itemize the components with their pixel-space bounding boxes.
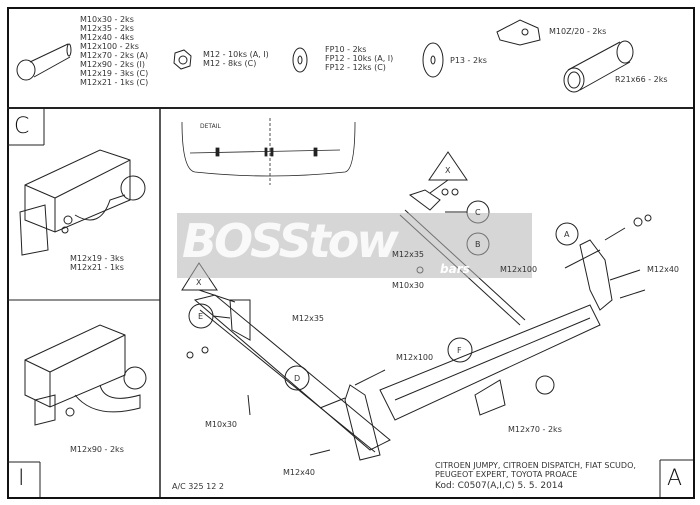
detail-title: DETAIL bbox=[200, 123, 221, 130]
nut-item: M12 - 10ks (A, I) bbox=[203, 50, 269, 59]
callout-a: A bbox=[564, 230, 570, 239]
washer-list: FP10 - 2ks FP12 - 10ks (A, I) FP12 - 12k… bbox=[325, 45, 393, 72]
nut-item: M12 - 8ks (C) bbox=[203, 59, 257, 68]
large-washer-icon bbox=[422, 42, 444, 78]
variant-c-drawing bbox=[19, 149, 146, 256]
bolt-item: M12x40 - 4ks bbox=[80, 33, 134, 42]
variant-c-labels: M12x19 - 3ks M12x21 - 1ks bbox=[70, 254, 124, 272]
callout-b: B bbox=[475, 240, 481, 249]
label-m12x40-right: M12x40 bbox=[647, 265, 679, 274]
callout-x-left: X bbox=[196, 278, 202, 287]
label-m10x30-top: M10x30 bbox=[392, 281, 424, 290]
label-m12x70: M12x70 - 2ks bbox=[508, 425, 562, 434]
tube-icon bbox=[563, 40, 634, 93]
callout-x-top: X bbox=[445, 166, 451, 175]
variant-a-letter: A bbox=[667, 466, 683, 491]
bolt-item: M12x19 - 3ks (C) bbox=[80, 69, 149, 78]
product-code: Kod: C0507(A,I,C) 5. 5. 2014 bbox=[435, 481, 564, 491]
watermark-sub: bars bbox=[440, 262, 470, 276]
callout-d: D bbox=[294, 374, 301, 383]
clip-label: M10Z/20 - 2ks bbox=[549, 27, 607, 36]
drawing-number: A/C 325 12 2 bbox=[172, 482, 224, 491]
label-m12x100-mid: M12x100 bbox=[396, 353, 434, 362]
bolt-item: M12x35 - 2ks bbox=[80, 24, 134, 33]
variant-i-letter: I bbox=[18, 466, 25, 491]
clip-icon bbox=[496, 19, 541, 46]
label-m12x35-left: M12x35 bbox=[292, 314, 324, 323]
bolt-item: M10x30 - 2ks bbox=[80, 15, 134, 24]
callout-e: E bbox=[198, 312, 204, 321]
label-m12x40-bottom: M12x40 bbox=[283, 468, 315, 477]
variant-c-letter: C bbox=[14, 114, 30, 139]
bolt-item: M12x100 - 2ks bbox=[80, 42, 139, 51]
watermark-band bbox=[177, 213, 532, 278]
bolt-item: M12x90 - 2ks (I) bbox=[80, 60, 146, 69]
variant-c-label: M12x21 - 1ks bbox=[70, 263, 124, 272]
nut-icon bbox=[173, 49, 192, 70]
watermark-logo: BOSStow bbox=[182, 214, 399, 268]
vehicles-line-2: PEUGEOT EXPERT, TOYOTA PROACE bbox=[435, 470, 578, 479]
variant-i-drawing bbox=[24, 324, 147, 426]
bolt-item: M12x70 - 2ks (A) bbox=[80, 51, 149, 60]
washer-item: FP12 - 10ks (A, I) bbox=[325, 54, 394, 63]
detail-view bbox=[181, 118, 356, 185]
washer-item: FP10 - 2ks bbox=[325, 45, 367, 54]
callout-c: C bbox=[475, 208, 481, 217]
variant-c-label: M12x19 - 3ks bbox=[70, 254, 124, 263]
callout-f: F bbox=[457, 346, 462, 355]
tube-label: R21x66 - 2ks bbox=[615, 75, 668, 84]
variant-i-label: M12x90 - 2ks bbox=[70, 445, 124, 454]
drawing-frame bbox=[7, 7, 695, 499]
large-washer-label: P13 - 2ks bbox=[450, 56, 487, 65]
vehicles-line-1: CITROEN JUMPY, CITROEN DISPATCH, FIAT SC… bbox=[435, 461, 636, 470]
label-m12x100-right: M12x100 bbox=[500, 265, 538, 274]
washer-icon bbox=[292, 47, 308, 73]
bolt-icon bbox=[16, 43, 72, 81]
bolt-list: M10x30 - 2ks M12x35 - 2ks M12x40 - 4ks M… bbox=[80, 15, 148, 87]
label-m12x35-top: M12x35 bbox=[392, 250, 424, 259]
bolt-item: M12x21 - 1ks (C) bbox=[80, 78, 149, 87]
label-m10x30-left: M10x30 bbox=[205, 420, 237, 429]
washer-item: FP12 - 12ks (C) bbox=[325, 63, 386, 72]
nut-list: M12 - 10ks (A, I) M12 - 8ks (C) bbox=[203, 50, 269, 68]
